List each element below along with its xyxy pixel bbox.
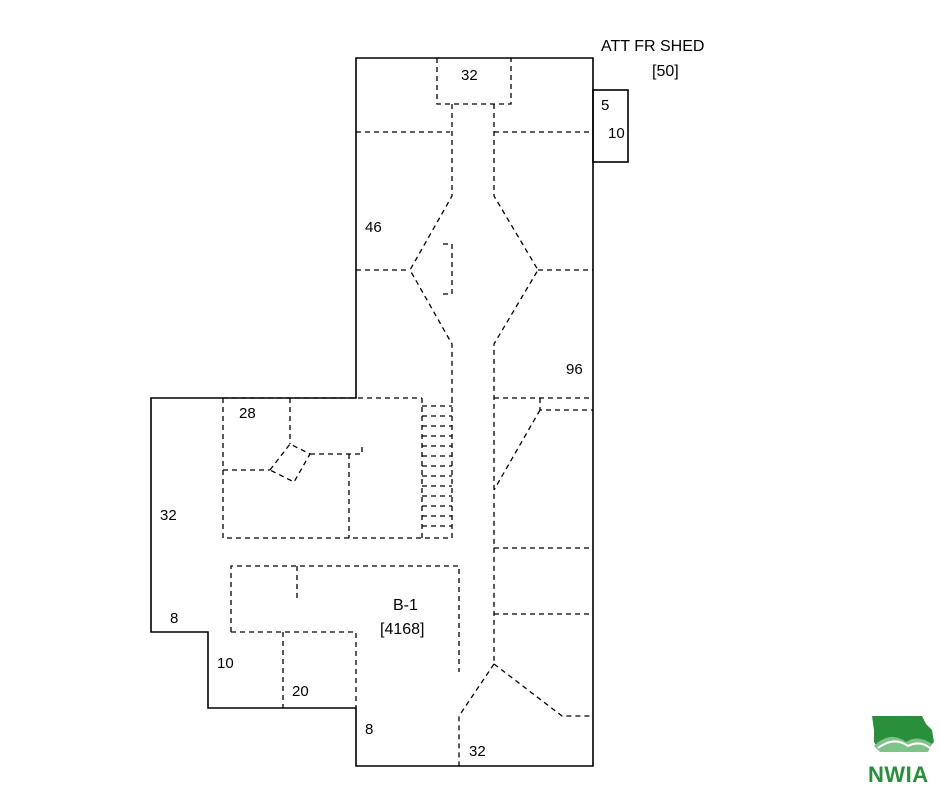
nwia-logo: NWIA xyxy=(868,716,934,787)
building-name: B-1 xyxy=(393,597,418,614)
shed-area: [50] xyxy=(652,63,679,80)
dim-wing-height: 32 xyxy=(160,507,177,524)
dim-lower-step: 8 xyxy=(365,721,373,738)
shed-name: ATT FR SHED xyxy=(601,38,704,55)
dim-upper-height: 46 xyxy=(365,219,382,236)
dim-right-height: 96 xyxy=(566,361,583,378)
building-area: [4168] xyxy=(380,621,424,638)
hills-icon xyxy=(874,736,932,752)
shed-dim-width: 5 xyxy=(601,97,609,114)
shed-outline xyxy=(592,89,629,163)
building-outline xyxy=(150,57,594,767)
interior-dashed-lines xyxy=(222,58,593,766)
logo-text: NWIA xyxy=(868,762,929,787)
dim-wing-bottom-step: 8 xyxy=(170,610,178,627)
dim-top-width: 32 xyxy=(461,67,478,84)
dim-notch-width: 20 xyxy=(292,683,309,700)
dim-bottom-width: 32 xyxy=(469,743,486,760)
dim-wing-top: 28 xyxy=(239,405,256,422)
shed-dim-length: 10 xyxy=(608,125,625,142)
dim-notch-height: 10 xyxy=(217,655,234,672)
